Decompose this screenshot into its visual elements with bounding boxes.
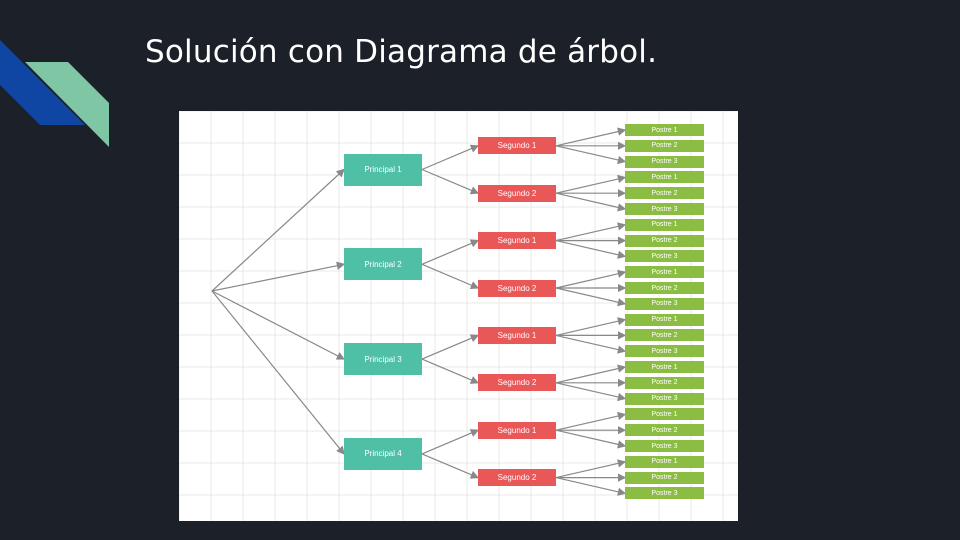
tree-edge bbox=[555, 411, 627, 431]
postre-node: Postre 2 bbox=[625, 471, 704, 484]
green-ribbon-shape bbox=[25, 62, 109, 147]
postre-node: Postre 3 bbox=[625, 440, 704, 452]
postre-node: Postre 3 bbox=[625, 203, 704, 215]
tree-edge bbox=[555, 127, 627, 147]
postre-node: Postre 2 bbox=[625, 282, 704, 294]
tree-edge bbox=[211, 290, 346, 360]
principal-node: Principal 3 bbox=[344, 343, 422, 376]
postre-node: Postre 3 bbox=[625, 250, 704, 263]
tree-edge bbox=[555, 429, 627, 449]
postre-node: Postre 2 bbox=[625, 234, 704, 247]
tree-edge bbox=[421, 334, 480, 360]
tree-diagram: Postre 1 Postre 2 Postre 3 Postre 1 Postre 2… bbox=[179, 111, 738, 521]
tree-edge bbox=[555, 287, 627, 307]
postre-node: Postre 1 bbox=[625, 313, 704, 326]
postre-node: Postre 3 bbox=[625, 487, 704, 500]
postre-node: Postre 1 bbox=[625, 124, 704, 136]
postre-node: Postre 2 bbox=[625, 424, 704, 437]
tree-edge bbox=[555, 317, 627, 336]
postre-node: Postre 1 bbox=[625, 218, 704, 231]
blue-ribbon-shape bbox=[0, 40, 85, 125]
segundo-node: Segundo 2 bbox=[478, 184, 556, 202]
postre-node: Postre 1 bbox=[625, 455, 704, 468]
tree-edge bbox=[211, 261, 346, 292]
tree-edge bbox=[555, 222, 627, 242]
tree-edge bbox=[555, 334, 627, 354]
postre-node: Postre 1 bbox=[625, 361, 704, 373]
tree-edge bbox=[421, 453, 480, 479]
postre-node: Postre 2 bbox=[625, 139, 704, 152]
segundo-node: Segundo 1 bbox=[478, 421, 556, 439]
tree-edge bbox=[555, 192, 627, 212]
postre-node: Postre 2 bbox=[625, 187, 704, 200]
tree-edge bbox=[555, 269, 627, 289]
tree-edge bbox=[555, 382, 627, 402]
tree-edge bbox=[555, 145, 627, 165]
segundo-node: Segundo 1 bbox=[478, 232, 556, 250]
tree-edge bbox=[211, 290, 345, 455]
tree-edge bbox=[555, 240, 627, 259]
segundo-node: Segundo 2 bbox=[478, 279, 556, 297]
slide-title: Solución con Diagrama de árbol. bbox=[145, 34, 658, 70]
tree-edge bbox=[555, 174, 627, 194]
postre-node: Postre 1 bbox=[625, 266, 704, 279]
tree-edge bbox=[555, 477, 627, 496]
segundo-node: Segundo 1 bbox=[478, 137, 556, 155]
tree-edge bbox=[211, 168, 345, 292]
principal-node: Principal 4 bbox=[344, 437, 422, 470]
tree-edge bbox=[421, 429, 480, 455]
postre-node: Postre 3 bbox=[625, 392, 704, 405]
postre-node: Postre 2 bbox=[625, 376, 704, 389]
principal-node: Principal 1 bbox=[344, 153, 422, 186]
postre-node: Postre 1 bbox=[625, 408, 704, 421]
corner-decoration bbox=[0, 40, 109, 147]
tree-edge bbox=[555, 364, 627, 384]
postre-node: Postre 3 bbox=[625, 155, 704, 168]
principal-node: Principal 2 bbox=[344, 248, 422, 281]
postre-node: Postre 3 bbox=[625, 345, 704, 358]
tree-edge bbox=[555, 459, 627, 479]
postre-node: Postre 3 bbox=[625, 297, 704, 310]
tree-edge bbox=[421, 144, 480, 171]
segundo-node: Segundo 2 bbox=[478, 374, 556, 392]
tree-edge bbox=[421, 239, 480, 265]
tree-edge bbox=[421, 358, 480, 384]
segundo-node: Segundo 1 bbox=[478, 326, 556, 344]
segundo-node: Segundo 2 bbox=[478, 469, 556, 487]
tree-edge bbox=[421, 263, 480, 290]
postre-node: Postre 1 bbox=[625, 171, 704, 184]
tree-edge bbox=[421, 168, 480, 195]
postre-node: Postre 2 bbox=[625, 329, 704, 342]
